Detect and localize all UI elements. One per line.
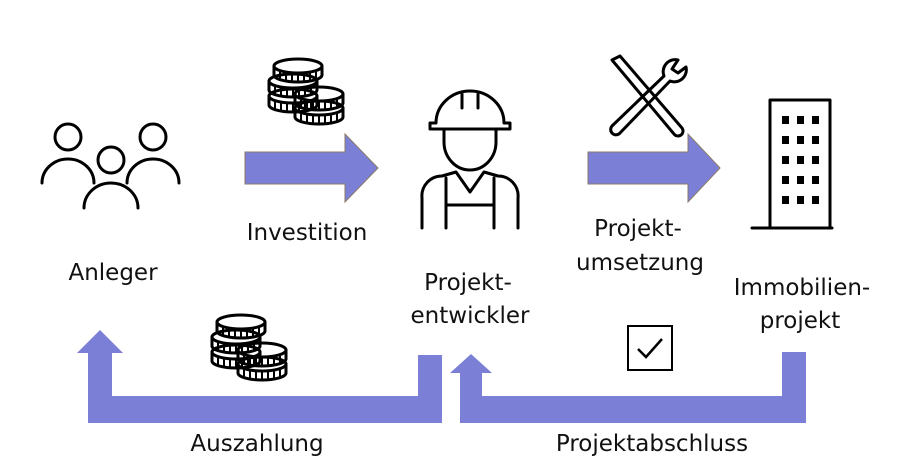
investment-coins-icon: [269, 59, 343, 124]
payout-coins-icon: [212, 315, 286, 380]
construction-worker-icon: [420, 89, 520, 230]
developer-label-line2: entwickler: [411, 303, 530, 329]
people-icon: [40, 122, 181, 210]
tools-icon: [609, 54, 688, 138]
checkbox-icon: [627, 325, 673, 371]
payout-label: Auszahlung: [190, 431, 323, 457]
implementation-arrow: [587, 132, 721, 204]
investment-label: Investition: [247, 220, 368, 246]
completion-label: Projektabschluss: [556, 431, 748, 457]
investor-label: Anleger: [68, 260, 158, 286]
property-label-line1: Immobilien-: [734, 275, 870, 301]
payout-arrow: [77, 330, 442, 423]
property-label-line2: projekt: [760, 308, 841, 334]
investment-arrow: [244, 132, 379, 204]
implementation-label-line2: umsetzung: [576, 250, 704, 276]
completion-arrow: [450, 352, 806, 423]
building-icon: [750, 98, 834, 230]
implementation-label-line1: Projekt-: [594, 216, 682, 242]
developer-label-line1: Projekt-: [424, 270, 512, 296]
